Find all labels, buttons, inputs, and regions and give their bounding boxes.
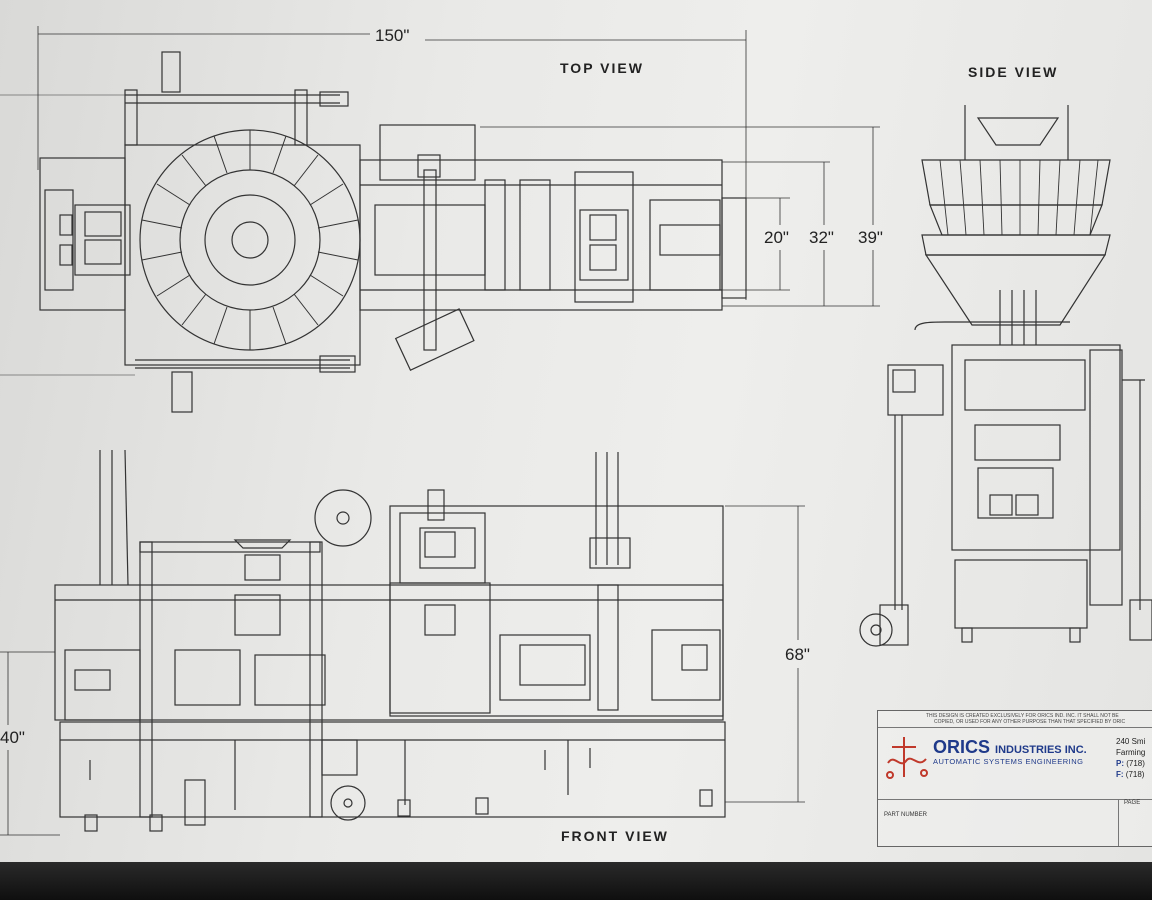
part-number-label: PART NUMBER (884, 812, 928, 818)
side-view-drawing (859, 105, 1152, 647)
address-line2: Farming (1116, 748, 1146, 757)
dimension-width-outer: 39" (858, 228, 883, 247)
monitor-bezel (0, 862, 1152, 900)
front-view-drawing (0, 449, 805, 836)
dimension-length: 150" (375, 26, 410, 45)
front-view-title: FRONT VIEW (561, 828, 669, 844)
company-name-main: ORICS (933, 737, 991, 757)
phone-label: P: (1116, 759, 1124, 768)
page-label: PAGE (1124, 800, 1141, 806)
dimension-height: 68" (785, 645, 810, 664)
dimension-height-partial: 40" (0, 728, 25, 747)
title-block: THIS DESIGN IS CREATED EXCLUSIVELY FOR O… (877, 710, 1152, 847)
orics-logo-icon (886, 737, 928, 779)
copyright-notice-line2: COPIED, OR USED FOR ANY OTHER PURPOSE TH… (934, 719, 1126, 725)
technical-drawing (0, 26, 1152, 836)
phone-line: P: (718) (1116, 759, 1145, 768)
dimension-width-mid: 32" (809, 228, 834, 247)
top-view-title: TOP VIEW (560, 60, 644, 76)
company-name-suffix: INDUSTRIES INC. (995, 744, 1087, 756)
fax-value: (718) (1125, 770, 1145, 779)
company-name: ORICS INDUSTRIES INC. (933, 737, 1087, 758)
copyright-notice-line1: THIS DESIGN IS CREATED EXCLUSIVELY FOR O… (926, 713, 1119, 719)
fax-label: F: (1116, 770, 1124, 779)
dimension-width-inner: 20" (764, 228, 789, 247)
company-tagline: AUTOMATIC SYSTEMS ENGINEERING (933, 757, 1084, 766)
phone-value: (718) (1126, 759, 1145, 768)
monitor-screen: TOP VIEW SIDE VIEW FRONT VIEW 150" 20" 3… (0, 0, 1152, 862)
fax-line: F: (718) (1116, 770, 1144, 779)
address-line1: 240 Smi (1116, 737, 1146, 746)
side-view-title: SIDE VIEW (968, 64, 1059, 80)
top-view-drawing (0, 26, 880, 413)
